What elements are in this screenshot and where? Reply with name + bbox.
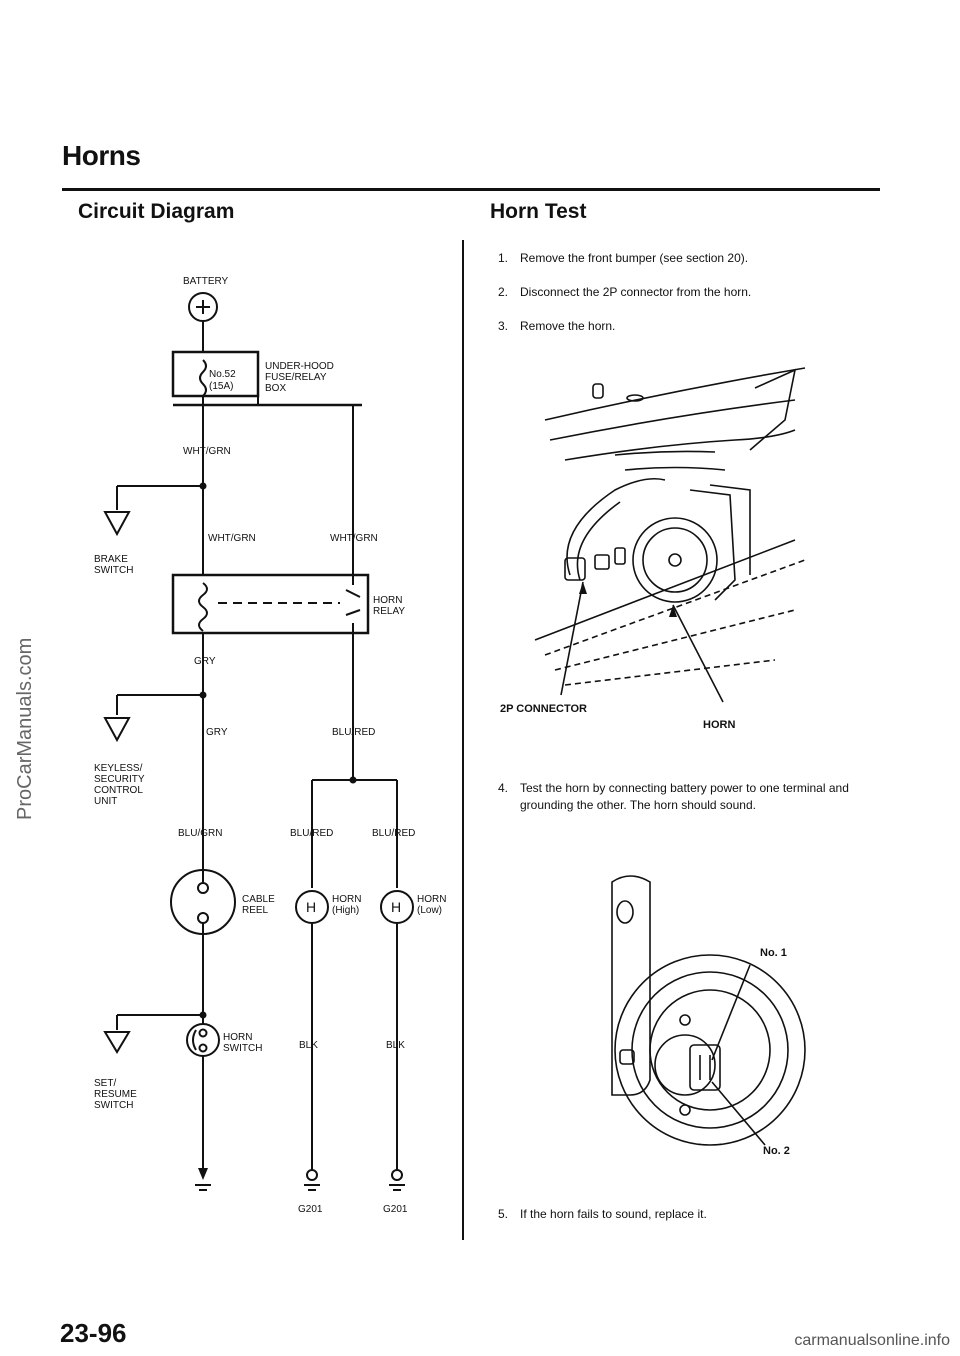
- label-horn-low-2: (Low): [417, 905, 442, 916]
- label-fuse-amp: (15A): [209, 381, 233, 392]
- label-keyless-1: KEYLESS/: [94, 763, 143, 774]
- label-brake-2: SWITCH: [94, 565, 133, 576]
- label-gry-1: GRY: [194, 656, 216, 667]
- label-set-3: SWITCH: [94, 1100, 133, 1111]
- label-horn-figure: HORN: [703, 719, 735, 731]
- label-fuse-box-3: BOX: [265, 383, 286, 394]
- horn-low-symbol: H: [391, 899, 401, 915]
- label-horn-low-1: HORN: [417, 894, 446, 905]
- title-rule: [62, 188, 880, 191]
- horn-test-steps: 1. Remove the front bumper (see section …: [498, 251, 849, 1221]
- label-blk-1: BLK: [299, 1040, 318, 1051]
- label-keyless-4: UNIT: [94, 796, 117, 807]
- label-keyless-2: SECURITY: [94, 774, 145, 785]
- label-horn-switch-1: HORN: [223, 1032, 252, 1043]
- section-title-horn-test: Horn Test: [490, 200, 587, 223]
- column-divider: [462, 240, 464, 1240]
- footer-watermark: carmanualsonline.info: [794, 1332, 950, 1349]
- label-horn-high-2: (High): [332, 905, 359, 916]
- label-brake-1: BRAKE: [94, 554, 128, 565]
- label-blured-1: BLU/RED: [332, 727, 375, 738]
- circuit-diagram: BATTERY No.52 (15A) UNDER-HOOD FUSE/RELA…: [94, 276, 446, 1215]
- side-watermark: ProCarManuals.com: [14, 637, 36, 820]
- label-horn-high-1: HORN: [332, 894, 361, 905]
- section-title-circuit-diagram: Circuit Diagram: [78, 200, 235, 223]
- label-blugrn: BLU/GRN: [178, 828, 222, 839]
- label-relay-1: HORN: [373, 595, 402, 606]
- label-2p-connector: 2P CONNECTOR: [500, 703, 587, 715]
- label-battery: BATTERY: [183, 276, 229, 287]
- label-ground-1: G201: [298, 1204, 323, 1215]
- label-cable-1: CABLE: [242, 894, 275, 905]
- horn-location-illustration: 2P CONNECTOR HORN: [500, 367, 806, 731]
- label-set-2: RESUME: [94, 1089, 137, 1100]
- label-blured-2: BLU/RED: [290, 828, 333, 839]
- label-cable-2: REEL: [242, 905, 269, 916]
- label-horn-switch-2: SWITCH: [223, 1043, 262, 1054]
- page-title: Horns: [62, 140, 141, 171]
- label-gry-2: GRY: [206, 727, 228, 738]
- label-fuse-box-2: FUSE/RELAY: [265, 372, 327, 383]
- page-number: 23-96: [60, 1318, 127, 1348]
- horn-terminals-illustration: No. 1 No. 2: [611, 875, 806, 1157]
- horn-high-symbol: H: [306, 899, 316, 915]
- label-whtgrn-2: WHT/GRN: [208, 533, 256, 544]
- label-ground-2: G201: [383, 1204, 408, 1215]
- label-blured-3: BLU/RED: [372, 828, 415, 839]
- label-set-1: SET/: [94, 1078, 116, 1089]
- label-whtgrn-1: WHT/GRN: [183, 446, 231, 457]
- label-whtgrn-3: WHT/GRN: [330, 533, 378, 544]
- label-relay-2: RELAY: [373, 606, 405, 617]
- label-terminal-no2: No. 2: [763, 1145, 790, 1157]
- label-terminal-no1: No. 1: [760, 947, 787, 959]
- label-fuse-box-1: UNDER-HOOD: [265, 361, 334, 372]
- label-blk-2: BLK: [386, 1040, 405, 1051]
- label-fuse-no: No.52: [209, 369, 236, 380]
- label-keyless-3: CONTROL: [94, 785, 143, 796]
